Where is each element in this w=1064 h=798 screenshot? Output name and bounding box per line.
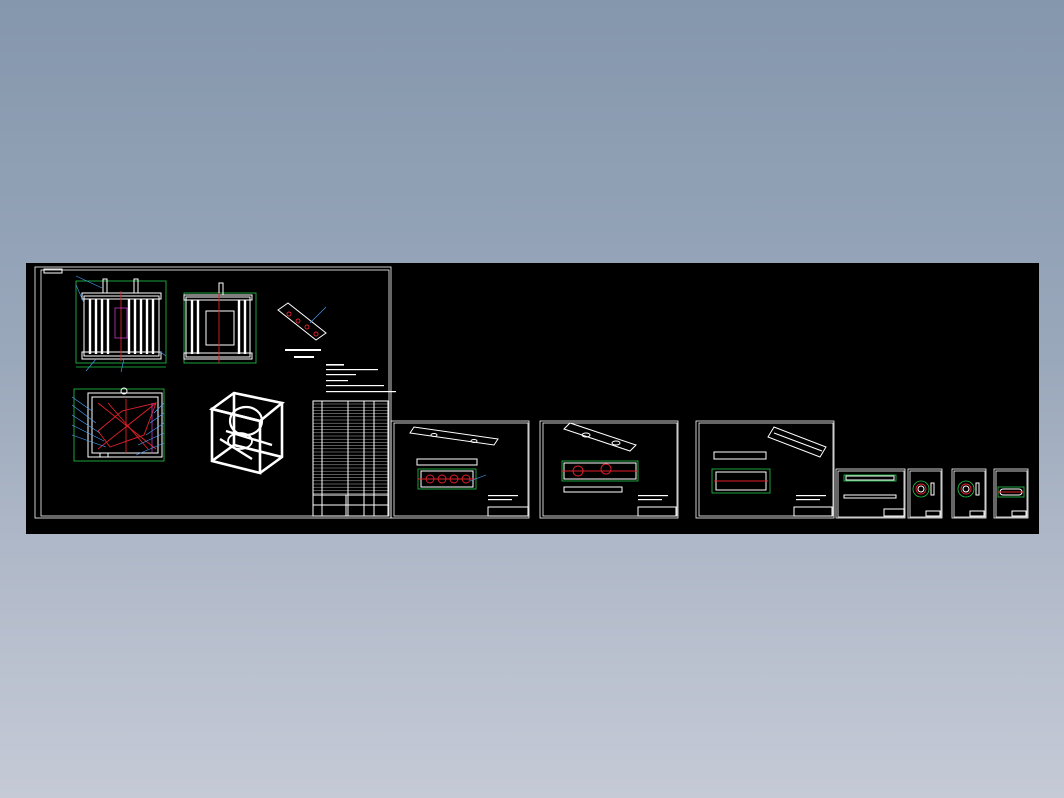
part-sheet-6[interactable] — [907, 468, 943, 519]
part-sheet-3[interactable] — [539, 420, 679, 519]
bill-of-materials — [312, 400, 389, 517]
part-sheet-7[interactable] — [951, 468, 987, 519]
part-sheet-2[interactable] — [390, 420, 530, 519]
front-view — [75, 275, 167, 373]
side-view — [183, 282, 257, 364]
part-sheet-5[interactable] — [835, 468, 906, 519]
isometric-view — [208, 391, 285, 475]
part-sheet-4[interactable] — [695, 420, 835, 519]
drawing-svg — [34, 266, 1029, 519]
cad-drawing-canvas[interactable] — [26, 263, 1039, 534]
part-sheet-8[interactable] — [993, 468, 1029, 519]
part-iso-view — [277, 302, 327, 358]
top-view — [71, 387, 165, 462]
technical-notes — [326, 364, 396, 393]
assembly-sheet[interactable] — [34, 266, 396, 519]
